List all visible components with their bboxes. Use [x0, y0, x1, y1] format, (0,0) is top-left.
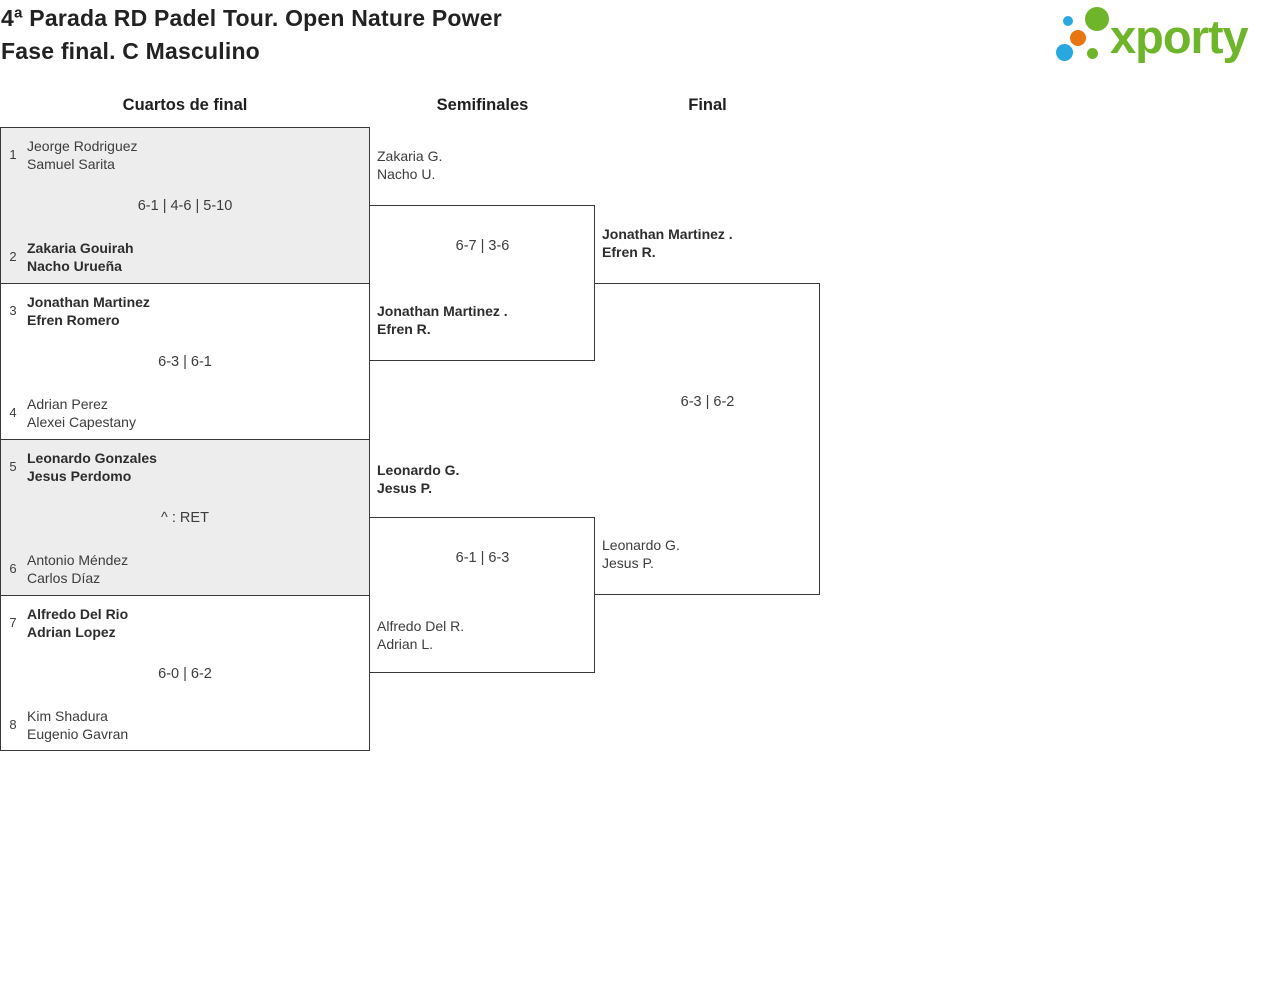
- player-name: Efren R.: [377, 321, 431, 337]
- page-title-line2: Fase final. C Masculino: [1, 38, 260, 64]
- seed-number: 6: [9, 561, 17, 576]
- team-entry: Adrian Perez Alexei Capestany: [27, 395, 136, 431]
- team-entry: Kim Shadura Eugenio Gavran: [27, 707, 128, 743]
- player-name: Alfredo Del R.: [377, 618, 465, 634]
- quarterfinal-divider-2: [0, 439, 370, 440]
- match-score: 6-7 | 3-6: [455, 238, 510, 254]
- team-entry: Jonathan Martinez . Efren R.: [602, 225, 733, 261]
- player-name: Jesus P.: [602, 555, 654, 571]
- quarterfinal-divider-1: [0, 283, 370, 284]
- quarterfinal-match-1-shading: [1, 128, 369, 283]
- seed-number: 1: [9, 147, 17, 162]
- player-name: Alfredo Del Rio: [27, 606, 129, 622]
- logo-dot-blue-small-icon: [1063, 16, 1073, 26]
- player-name: Jonathan Martinez: [27, 294, 150, 310]
- seed-number: 4: [9, 405, 17, 420]
- team-entry: Leonardo G. Jesus P.: [377, 461, 459, 497]
- match-score: 6-3 | 6-1: [158, 354, 212, 370]
- match-score: 6-1 | 6-3: [455, 550, 510, 566]
- team-entry: Antonio Méndez Carlos Díaz: [27, 551, 128, 587]
- match-score: ^ : RET: [161, 510, 209, 526]
- match-score: 6-3 | 6-2: [680, 394, 735, 410]
- team-entry: Jeorge Rodriguez Samuel Sarita: [27, 137, 138, 173]
- player-name: Nacho U.: [377, 166, 436, 182]
- team-entry: Jonathan Martinez . Efren R.: [377, 302, 508, 338]
- seed-number: 7: [9, 615, 17, 630]
- player-name: Jeorge Rodriguez: [27, 138, 138, 154]
- player-name: Alexei Capestany: [27, 414, 136, 430]
- player-name: Efren R.: [602, 244, 656, 260]
- player-name: Nacho Urueña: [27, 258, 122, 274]
- column-header-semifinals: Semifinales: [436, 96, 529, 114]
- xporty-logo-text: xporty: [1110, 10, 1249, 63]
- player-name: Leonardo Gonzales: [27, 450, 157, 466]
- logo-dot-blue-large-icon: [1056, 44, 1073, 61]
- seed-number: 8: [9, 717, 17, 732]
- player-name: Zakaria Gouirah: [27, 240, 134, 256]
- seed-number: 2: [9, 249, 17, 264]
- team-entry: Zakaria G. Nacho U.: [377, 147, 442, 183]
- match-score: 6-0 | 6-2: [158, 666, 212, 682]
- team-entry: Alfredo Del Rio Adrian Lopez: [27, 605, 128, 641]
- logo-dot-green-large-icon: [1085, 7, 1109, 31]
- team-entry: Leonardo G. Jesus P.: [602, 536, 680, 572]
- semifinal-match-2-box: [369, 517, 595, 673]
- player-name: Eugenio Gavran: [27, 726, 129, 742]
- logo-dot-orange-icon: [1070, 30, 1086, 46]
- team-entry: Leonardo Gonzales Jesus Perdomo: [27, 449, 157, 485]
- player-name: Adrian L.: [377, 636, 434, 652]
- team-entry: Alfredo Del R. Adrian L.: [377, 617, 464, 653]
- player-name: Adrian Lopez: [27, 624, 116, 640]
- page-title: 4ª Parada RD Padel Tour. Open Nature Pow…: [1, 2, 502, 68]
- player-name: Antonio Méndez: [27, 552, 129, 568]
- player-name: Adrian Perez: [27, 396, 108, 412]
- player-name: Jesus P.: [377, 480, 433, 496]
- column-header-final: Final: [688, 96, 727, 114]
- team-entry: Jonathan Martinez Efren Romero: [27, 293, 150, 329]
- player-name: Efren Romero: [27, 312, 120, 328]
- xporty-logo[interactable]: xporty: [1050, 0, 1280, 75]
- seed-number: 3: [9, 303, 17, 318]
- column-header-quarterfinals: Cuartos de final: [122, 96, 248, 114]
- team-entry: Zakaria Gouirah Nacho Urueña: [27, 239, 134, 275]
- player-name: Kim Shadura: [27, 708, 108, 724]
- player-name: Samuel Sarita: [27, 156, 115, 172]
- final-match-box: [594, 283, 820, 595]
- player-name: Carlos Díaz: [27, 570, 101, 586]
- player-name: Leonardo G.: [602, 537, 680, 553]
- page-title-line1: 4ª Parada RD Padel Tour. Open Nature Pow…: [1, 5, 502, 31]
- player-name: Jesus Perdomo: [27, 468, 132, 484]
- match-score: 6-1 | 4-6 | 5-10: [137, 198, 233, 214]
- seed-number: 5: [9, 459, 17, 474]
- player-name: Jonathan Martinez .: [602, 226, 733, 242]
- player-name: Leonardo G.: [377, 462, 460, 478]
- player-name: Jonathan Martinez .: [377, 303, 508, 319]
- player-name: Zakaria G.: [377, 148, 443, 164]
- quarterfinal-divider-3: [0, 595, 370, 596]
- logo-dot-green-small-icon: [1087, 48, 1098, 59]
- quarterfinal-match-3-shading: [1, 440, 369, 595]
